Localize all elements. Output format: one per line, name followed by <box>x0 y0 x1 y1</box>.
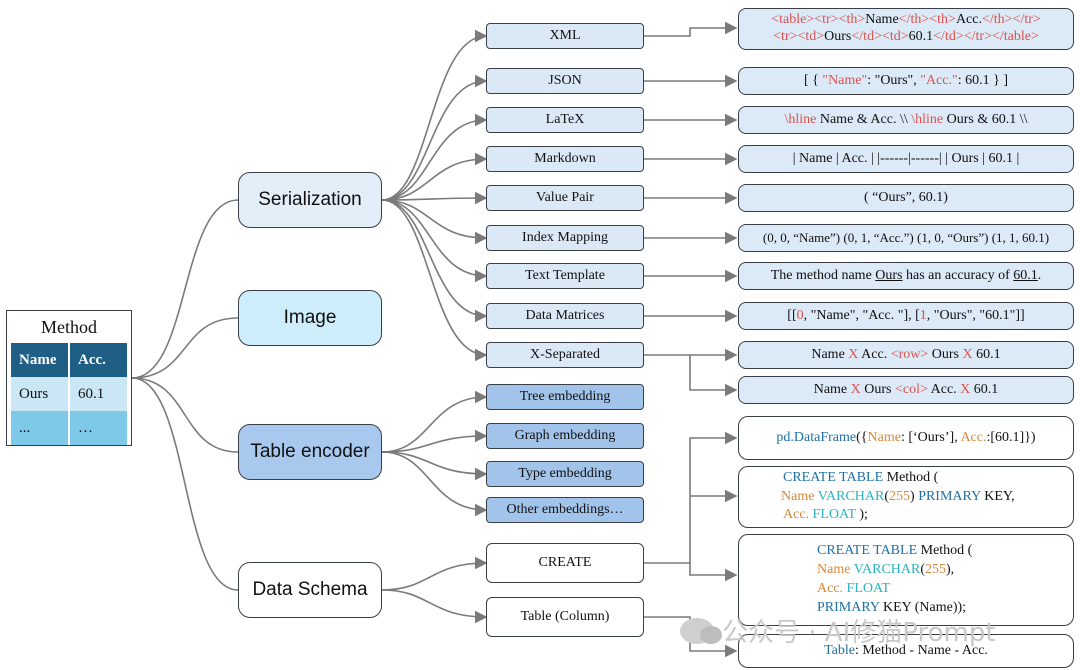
markdown-example: | Name | Acc. | |------|------| | Ours |… <box>738 145 1074 173</box>
create-node: CREATE <box>486 543 644 583</box>
create1-line-2: Name VARCHAR(255) PRIMARY KEY, <box>781 488 1015 504</box>
xml-line-1: <table><tr><th>Name</th><th>Acc.</th></t… <box>771 12 1041 28</box>
create2-line-3: Acc. FLOAT <box>817 581 891 596</box>
json-example: [ { "Name": "Ours", "Acc.": 60.1 } ] <box>738 67 1074 95</box>
table-cell: … <box>70 411 127 445</box>
x-separated-node: X-Separated <box>486 342 644 368</box>
create1-line-1: CREATE TABLE Method ( <box>783 469 939 485</box>
latex-example: \hline Name & Acc. \\ \hline Ours & 60.1… <box>738 106 1074 134</box>
latex-node: LaTeX <box>486 107 644 133</box>
value-pair-example: ( “Ours”, 60.1) <box>738 184 1074 212</box>
text-template-example: The method name Ours has an accuracy of … <box>738 262 1074 290</box>
table-header-row: Name Acc. <box>11 343 127 377</box>
data-matrices-node: Data Matrices <box>486 303 644 329</box>
create2-line-2: Name VARCHAR(255), <box>817 562 955 578</box>
markdown-node: Markdown <box>486 146 644 172</box>
create2-line-1: CREATE TABLE Method ( <box>817 543 973 559</box>
watermark-text: 公众号 · AI修猫Prompt <box>722 618 996 648</box>
image-node: Image <box>238 290 382 346</box>
data-schema-node: Data Schema <box>238 562 382 618</box>
method-table: Method Name Acc. Ours 60.1 ... … <box>6 310 132 446</box>
table-encoder-node: Table encoder <box>238 424 382 480</box>
table-row: ... … <box>11 411 127 445</box>
header-cell: Name <box>11 343 70 377</box>
method-table-title: Method <box>41 316 97 337</box>
other-embeddings-node: Other embeddings… <box>486 497 644 523</box>
text-template-node: Text Template <box>486 263 644 289</box>
header-cell: Acc. <box>70 343 127 377</box>
table-cell: 60.1 <box>70 377 127 411</box>
xml-example: <table><tr><th>Name</th><th>Acc.</th></t… <box>738 8 1074 50</box>
create2-line-4: PRIMARY KEY (Name)); <box>817 599 967 615</box>
x-separated-col-example: Name X Ours <col> Acc. X 60.1 <box>738 376 1074 404</box>
value-pair-node: Value Pair <box>486 185 644 211</box>
xml-node: XML <box>486 23 644 49</box>
table-row: Ours 60.1 <box>11 377 127 411</box>
type-embedding-node: Type embedding <box>486 461 644 487</box>
table-column-node: Table (Column) <box>486 597 644 637</box>
xml-line-2: <tr><td>Ours</td><td>60.1</td></tr></tab… <box>773 29 1039 44</box>
table-cell: Ours <box>11 377 70 411</box>
data-matrices-example: [[0, "Name", "Acc. "], [1, "Ours", "60.1… <box>738 302 1074 330</box>
watermark: 公众号 · AI修猫Prompt <box>680 612 996 649</box>
tree-embedding-node: Tree embedding <box>486 384 644 410</box>
index-mapping-example: (0, 0, “Name”) (0, 1, “Acc.”) (1, 0, “Ou… <box>738 224 1074 252</box>
table-cell: ... <box>11 411 70 445</box>
index-mapping-node: Index Mapping <box>486 225 644 251</box>
serialization-node: Serialization <box>238 172 382 228</box>
wechat-icon <box>680 617 722 644</box>
create1-line-3: Acc. FLOAT ); <box>783 507 868 523</box>
graph-embedding-node: Graph embedding <box>486 423 644 449</box>
json-node: JSON <box>486 68 644 94</box>
x-separated-row-example: Name X Acc. <row> Ours X 60.1 <box>738 341 1074 369</box>
create-example-1: CREATE TABLE Method ( Name VARCHAR(255) … <box>738 466 1074 528</box>
table-column-example: Table: Method - Name - Acc. <box>738 634 1074 668</box>
pandas-example: pd.DataFrame({Name: [‘Ours’], Acc.:[60.1… <box>738 416 1074 460</box>
create-example-2: CREATE TABLE Method ( Name VARCHAR(255),… <box>738 534 1074 626</box>
